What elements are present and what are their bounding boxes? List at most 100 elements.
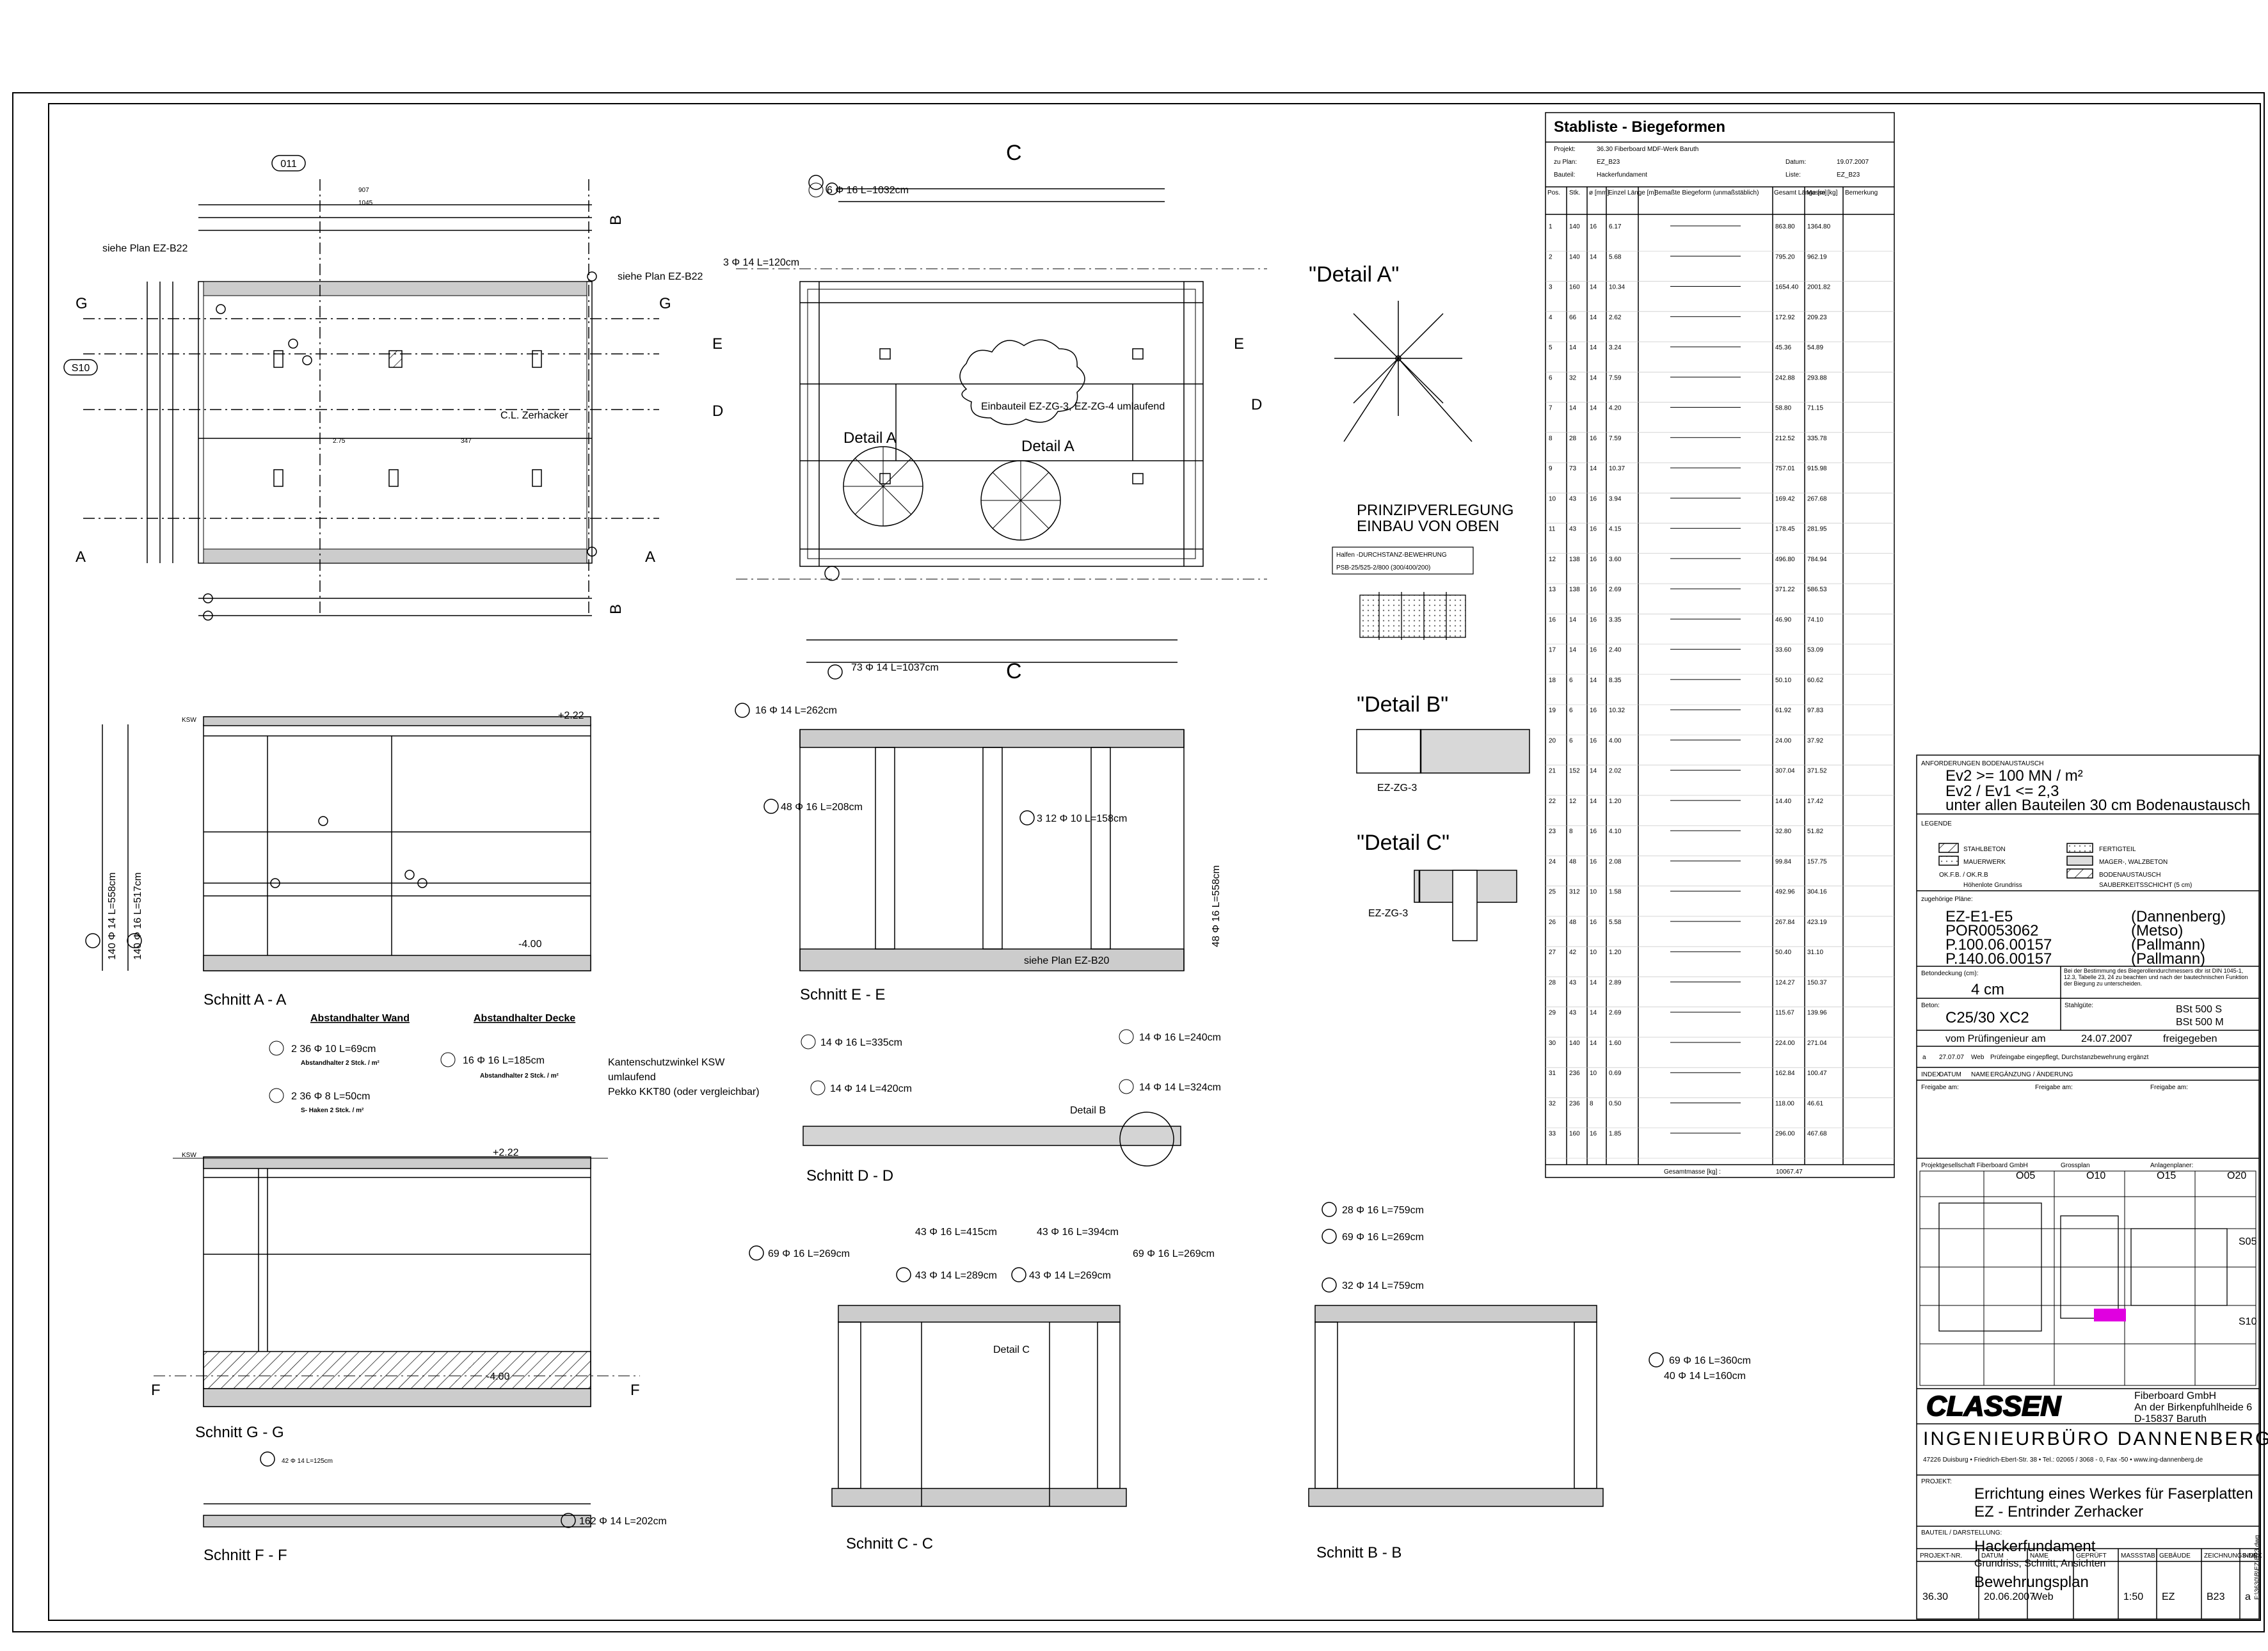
tb-meta-value: 1:50 <box>2123 1591 2143 1602</box>
stab-cell: 16 <box>1590 707 1597 714</box>
section-gg-drawing <box>154 1156 640 1407</box>
aa-elev-top: +2.22 <box>558 710 584 721</box>
stab-cell: 296.00 <box>1775 1131 1795 1138</box>
stab-cell: 212.52 <box>1775 435 1795 442</box>
tb-projektges: Projektgesellschaft Fiberboard GmbH <box>1921 1162 2028 1169</box>
stab-cell: 16 <box>1590 495 1597 502</box>
stab-cell: 757.01 <box>1775 465 1795 472</box>
tb-plan-0-by: (Dannenberg) <box>2131 908 2226 925</box>
stab-cell: 25 <box>1549 889 1556 896</box>
tb-bauteil-label: BAUTEIL / DARSTELLUNG: <box>1921 1529 2002 1536</box>
tb-anforderungen: ANFORDERUNGEN BODENAUSTAUSCH <box>1921 760 2044 767</box>
stab-cell: 16 <box>1590 223 1597 230</box>
stab-cell: 4.20 <box>1609 405 1622 412</box>
tb-plan-1-by: (Metso) <box>2131 922 2183 939</box>
mark-22: 3 Φ 14 L=120cm <box>723 257 799 268</box>
stab-cell: 6 <box>1549 374 1553 381</box>
tb-rev-index: a <box>1922 1054 1926 1061</box>
aa-elev-bottom: -4.00 <box>518 939 542 950</box>
stab-cell: 2 <box>1549 253 1553 260</box>
section-bb-drawing <box>1308 1202 1664 1507</box>
tb-legend-6: Höhenlote Grundriss <box>1963 882 2022 889</box>
stab-cell: 43 <box>1569 495 1577 502</box>
stab-cell: 8 <box>1569 828 1573 835</box>
stab-cell: 14 <box>1569 344 1577 351</box>
mark-6: 32 Φ 14 L=759cm <box>1342 1280 1424 1291</box>
stab-cell: 1.60 <box>1609 1040 1622 1047</box>
plan-view <box>83 179 659 621</box>
stab-cell: 4.10 <box>1609 828 1622 835</box>
stab-cell: 138 <box>1569 556 1580 563</box>
mark-33-circle <box>440 1052 456 1067</box>
tb-projekt1: Errichtung eines Werkes für Faserplatten <box>1974 1485 2253 1503</box>
stab-cell: 17.42 <box>1807 798 1823 805</box>
stab-cell: 11 <box>1549 526 1556 533</box>
stab-cell: 3.60 <box>1609 556 1622 563</box>
tb-biege-note: Bei der Bestimmung des Biegerollendurchm… <box>2064 968 2248 987</box>
stab-cell: 5.68 <box>1609 253 1622 260</box>
tb-plan-type: Bewehrungsplan <box>1974 1574 2089 1591</box>
cut-a-left: A <box>76 548 86 566</box>
stab-cell: 236 <box>1569 1100 1580 1107</box>
stab-cell: 29 <box>1549 1010 1556 1017</box>
tb-rev-text: Prüfeingabe eingepflegt, Durchstanzbeweh… <box>1990 1054 2149 1061</box>
stab-cell: 53.09 <box>1807 647 1823 654</box>
stab-cell: 795.20 <box>1775 253 1795 260</box>
tb-stahl1: BSt 500 S <box>2176 1004 2222 1015</box>
side-stamp: F:\3630\B\EZ-B23.dwg <box>2254 1535 2261 1600</box>
stab-cell: 37.92 <box>1807 737 1823 744</box>
stab-cell: 14 <box>1590 374 1597 381</box>
detail-c-drawing <box>1414 870 1517 941</box>
stab-cell: 118.00 <box>1775 1100 1794 1107</box>
tb-stahl2: BSt 500 M <box>2176 1017 2224 1028</box>
tb-meta-header: GEBÄUDE <box>2159 1552 2191 1559</box>
stab-cell: 4.15 <box>1609 526 1622 533</box>
tb-plan-2-by: (Pallmann) <box>2131 936 2205 953</box>
stab-cell: 2.69 <box>1609 586 1622 593</box>
stab-cell: 1.85 <box>1609 1131 1622 1138</box>
mark-12: 69 Φ 16 L=360cm <box>1669 1355 1751 1366</box>
stab-cell: 0.69 <box>1609 1070 1622 1077</box>
abst-32: 2 36 Φ 8 L=50cm <box>291 1091 371 1102</box>
stab-cell: 14 <box>1590 405 1597 412</box>
stab-cell: 97.83 <box>1807 707 1823 714</box>
tb-plan-1: POR0053062 <box>1945 922 2038 939</box>
mark-28: 43 Φ 14 L=289cm <box>915 1270 997 1281</box>
stab-liste: EZ_B23 <box>1837 171 1860 179</box>
tb-legend-5: BODENAUSTAUSCH <box>2099 872 2161 879</box>
stab-cell: 24.00 <box>1775 737 1791 744</box>
tb-ev2: Ev2 >= 100 MN / m² <box>1945 767 2083 785</box>
stabliste-frame <box>1545 112 1895 1178</box>
stab-cell: 50.10 <box>1775 677 1791 684</box>
stab-cell: 160 <box>1569 284 1580 291</box>
tb-meta-value: B23 <box>2207 1591 2225 1602</box>
stab-cell: 32 <box>1549 1100 1556 1107</box>
tb-legend-1: FERTIGTEIL <box>2099 846 2136 853</box>
stab-cell: 6 <box>1569 677 1573 684</box>
stab-cell: 293.88 <box>1807 374 1827 381</box>
section-ff-drawing <box>203 1451 591 1528</box>
tb-bauteil2: Grundriss, Schnitt, Ansichten <box>1974 1558 2105 1569</box>
tb-grossplan: Grossplan <box>2061 1162 2090 1169</box>
key-axis-0: O05 <box>2016 1170 2035 1181</box>
key-row-2: S10 <box>2239 1316 2257 1327</box>
stab-cell: 20 <box>1549 737 1556 744</box>
tb-anlagenplaner: Anlagenplaner: <box>2150 1162 2193 1169</box>
stab-cell: 16 <box>1590 616 1597 623</box>
stab-cell: 14 <box>1590 798 1597 805</box>
stab-cell: 28 <box>1569 435 1577 442</box>
buero-addr: 47226 Duisburg • Friedrich-Ebert-Str. 38… <box>1923 1456 2203 1464</box>
stab-cell: 4 <box>1549 314 1553 321</box>
tb-meta-header: NAME <box>2030 1552 2048 1559</box>
mark-1: 140 Φ 14 L=558cm <box>107 872 118 960</box>
tb-meta-header: MASSSTAB <box>2121 1552 2155 1559</box>
stab-cell: 14 <box>1569 647 1577 654</box>
stab-cell: 12 <box>1549 556 1556 563</box>
stab-cell: 5.58 <box>1609 919 1622 926</box>
stab-cell: 74.10 <box>1807 616 1823 623</box>
stab-cell: 3.35 <box>1609 616 1622 623</box>
stab-cell: 43 <box>1569 979 1577 986</box>
cut-c-bottom: C <box>1006 659 1022 683</box>
stab-cell: 2.62 <box>1609 314 1622 321</box>
abst-33b: Abstandhalter 2 Stck. / m² <box>480 1073 559 1080</box>
